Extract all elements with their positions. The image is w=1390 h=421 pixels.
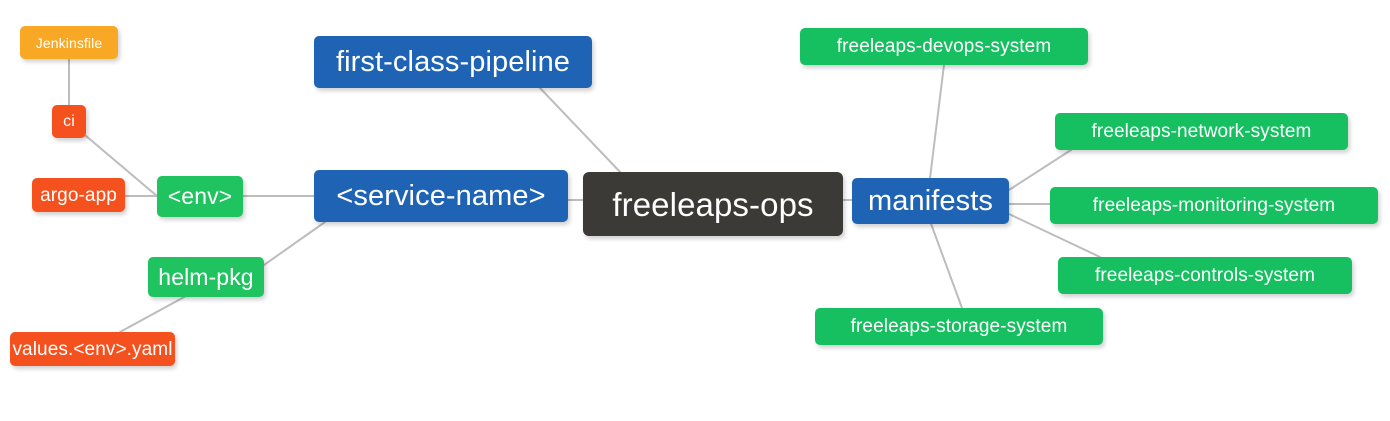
node-storage-system-label: freeleaps-storage-system [850, 316, 1068, 337]
node-helm-pkg[interactable]: helm-pkg [148, 257, 264, 297]
node-values-yaml[interactable]: values.<env>.yaml [10, 332, 175, 366]
edge-manifests-devops [929, 64, 945, 179]
node-root-label: freeleaps-ops [612, 185, 814, 223]
node-monitoring-system-label: freeleaps-monitoring-system [1092, 195, 1336, 216]
node-argo-app[interactable]: argo-app [32, 178, 125, 212]
node-devops-system-label: freeleaps-devops-system [836, 36, 1052, 57]
node-jenkinsfile-label: Jenkinsfile [35, 34, 103, 51]
node-env-label: <env> [167, 183, 233, 209]
node-values-yaml-label: values.<env>.yaml [12, 338, 173, 360]
node-argo-app-label: argo-app [40, 184, 117, 206]
node-first-class-pipeline[interactable]: first-class-pipeline [314, 36, 592, 88]
node-freeleaps-controls-system[interactable]: freeleaps-controls-system [1058, 257, 1352, 294]
node-freeleaps-devops-system[interactable]: freeleaps-devops-system [800, 28, 1088, 65]
node-controls-system-label: freeleaps-controls-system [1094, 265, 1316, 286]
node-root-freeleaps-ops[interactable]: freeleaps-ops [583, 172, 843, 236]
node-freeleaps-monitoring-system[interactable]: freeleaps-monitoring-system [1050, 187, 1378, 224]
node-helm-pkg-label: helm-pkg [158, 263, 254, 290]
node-freeleaps-storage-system[interactable]: freeleaps-storage-system [815, 308, 1103, 345]
edge-pipeline-root [539, 87, 623, 175]
edge-manifests-storage [929, 220, 963, 309]
edge-helmpkg-servicename [263, 221, 326, 266]
node-freeleaps-network-system[interactable]: freeleaps-network-system [1055, 113, 1348, 150]
node-network-system-label: freeleaps-network-system [1091, 121, 1312, 142]
node-manifests-label: manifests [868, 184, 993, 217]
node-jenkinsfile[interactable]: Jenkinsfile [20, 26, 118, 59]
node-ci-label: ci [63, 112, 75, 130]
node-ci[interactable]: ci [52, 105, 86, 138]
node-manifests[interactable]: manifests [852, 178, 1009, 224]
node-first-class-pipeline-label: first-class-pipeline [335, 45, 571, 78]
edge-manifests-network [1008, 149, 1072, 191]
edge-values-helmpkg [119, 295, 187, 333]
node-service-name[interactable]: <service-name> [314, 170, 568, 222]
node-env[interactable]: <env> [157, 176, 243, 217]
node-service-name-label: <service-name> [336, 179, 546, 212]
